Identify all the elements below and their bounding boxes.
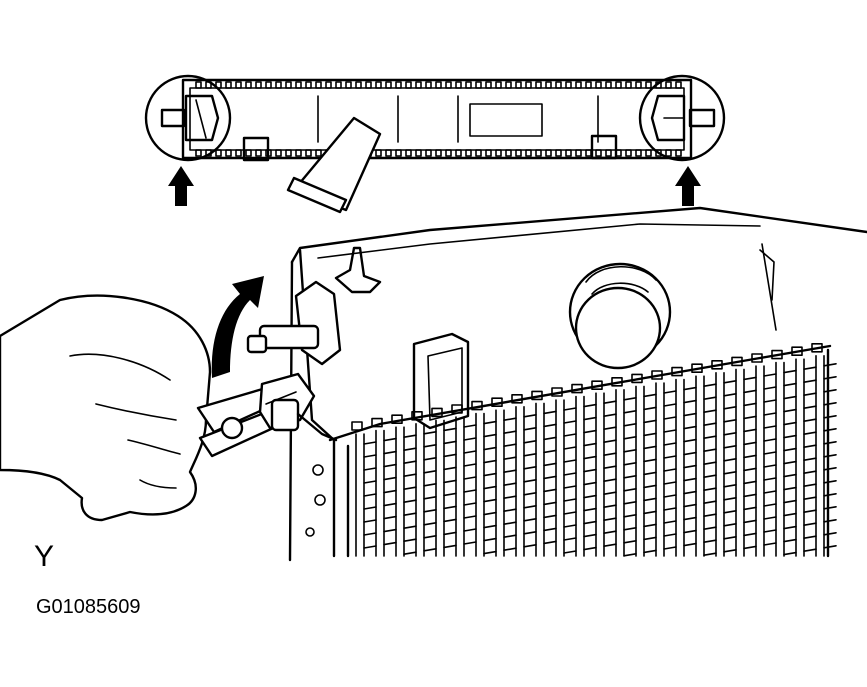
hand-with-pliers-icon bbox=[0, 294, 338, 522]
radiator-tank-detail-icon bbox=[144, 74, 726, 214]
figure-code: G01085609 bbox=[36, 596, 141, 618]
view-label: Y bbox=[34, 540, 55, 573]
radiator-icon bbox=[246, 206, 867, 562]
curved-arrow-icon bbox=[211, 276, 264, 378]
arrow-up-icon bbox=[675, 166, 701, 206]
arrow-up-icon bbox=[168, 166, 194, 206]
